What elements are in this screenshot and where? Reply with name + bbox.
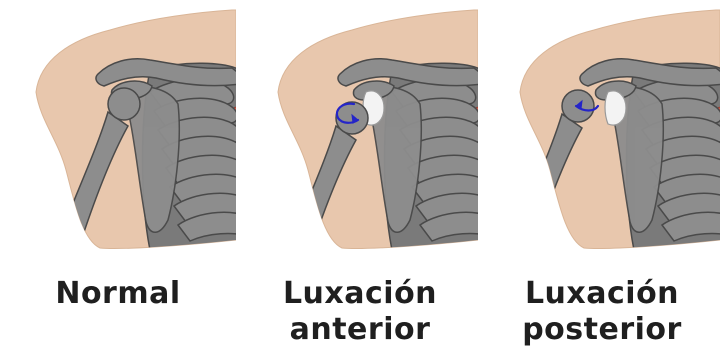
caption-anterior-line-2: anterior	[242, 312, 478, 348]
panel-anterior	[242, 0, 478, 258]
panel-posterior	[484, 0, 720, 258]
panel-normal	[0, 0, 236, 258]
caption-anterior-line-1: Luxación	[242, 276, 478, 312]
glenoid-cavity	[605, 91, 626, 125]
shoulder-illustration-anterior	[242, 0, 478, 258]
caption-normal-line-1: Normal	[0, 276, 236, 312]
humeral-head	[108, 88, 140, 120]
caption-normal: Normal	[0, 276, 236, 312]
caption-posterior-line-1: Luxación	[484, 276, 720, 312]
caption-posterior-line-2: posterior	[484, 312, 720, 348]
caption-posterior: Luxación posterior	[484, 276, 720, 348]
caption-anterior: Luxación anterior	[242, 276, 478, 348]
shoulder-illustration-posterior	[484, 0, 720, 258]
shoulder-illustration-normal	[0, 0, 236, 258]
